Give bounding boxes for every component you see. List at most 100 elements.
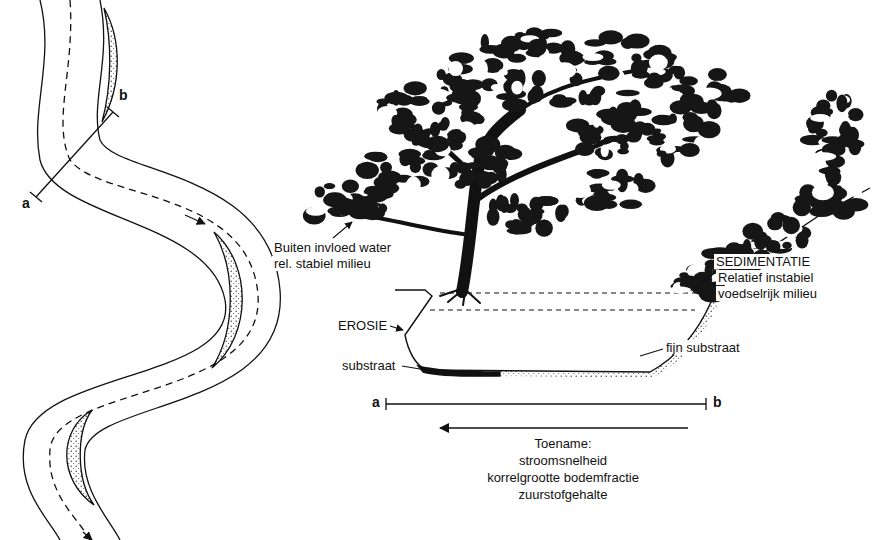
leaf-blob (465, 91, 481, 107)
leaf-blob (649, 55, 668, 71)
leaf-blob (616, 169, 628, 183)
leaf-blob (679, 76, 698, 86)
section-tick (30, 192, 42, 202)
leaf-blob (619, 200, 642, 210)
leaf-blob (826, 90, 837, 102)
leaf-blob (432, 101, 446, 114)
leaf-blob (376, 98, 390, 104)
leaf-blob (611, 116, 636, 133)
leaf-blob (413, 87, 421, 94)
leaf-blob (432, 84, 441, 92)
leaf-blob (441, 117, 450, 129)
leaf-blob (476, 171, 493, 189)
leaf-blob (461, 107, 474, 119)
leaf-blob (833, 194, 841, 205)
leaf-blob (527, 89, 539, 104)
leaf-blob (843, 198, 868, 212)
leader-line (640, 349, 663, 356)
flow-arrow (185, 215, 205, 224)
leaf-blob (476, 60, 487, 77)
annotation-label: rel. stabiel milieu (272, 256, 373, 271)
leaf-blob (378, 170, 401, 185)
cross-section (303, 27, 870, 378)
leaf-blob (578, 125, 597, 139)
leaf-blob (816, 129, 828, 137)
leaf-blob (516, 204, 528, 212)
leaf-blob (626, 131, 641, 142)
leaf-blob (596, 109, 619, 120)
leaf-blob (767, 217, 783, 231)
leaf-blob (575, 142, 595, 156)
leaf-blob (487, 208, 500, 226)
leaf-blob (492, 44, 515, 59)
scale-line (386, 398, 706, 410)
leaf-blob (437, 69, 446, 80)
leaf-blob (621, 38, 635, 50)
callout-letter: b (117, 88, 130, 103)
leaf-blob (491, 156, 507, 174)
section-line (36, 112, 113, 197)
leaf-blob (380, 162, 392, 173)
annotation-label: Toename: (532, 436, 593, 451)
leaf-blob (505, 220, 516, 228)
leaf-blob (306, 207, 326, 216)
leaf-blob (708, 68, 727, 81)
river-bank (23, 0, 226, 540)
leaf-blob (668, 286, 691, 293)
leaf-blob (589, 89, 601, 106)
leaf-blob (620, 142, 629, 150)
leaf-blob (338, 204, 361, 215)
tree-foliage (303, 27, 868, 302)
leaf-blob (812, 185, 834, 201)
leaf-blob (413, 124, 422, 134)
leaf-blob (391, 115, 400, 128)
callout-letter: a (370, 395, 382, 410)
leaf-blob (602, 180, 621, 189)
leader-line (402, 366, 420, 369)
leaf-blob (616, 90, 640, 96)
leaf-blob (540, 29, 562, 37)
leaf-blob (356, 162, 379, 179)
leaf-blob (504, 204, 517, 213)
leaf-blob (475, 115, 485, 124)
section-tick (107, 107, 119, 117)
leaf-blob (400, 97, 419, 104)
leaf-blob (793, 199, 811, 216)
leaf-blob (743, 239, 752, 255)
leaf-blob (511, 81, 523, 95)
leaf-blob (796, 232, 809, 249)
leaf-blob (766, 240, 781, 253)
leaf-blob (532, 70, 546, 87)
water-level (440, 293, 705, 294)
leaf-blob (598, 66, 620, 81)
callout-letter: b (711, 395, 724, 410)
leaf-blob (628, 183, 639, 195)
leaf-blob (555, 205, 566, 223)
leaf-blob (342, 179, 359, 193)
leaf-blob (825, 166, 834, 181)
leaf-blob (561, 97, 577, 104)
leaf-blob (632, 71, 650, 79)
tree-trunk (360, 70, 640, 305)
leaf-blob (528, 39, 547, 57)
leaf-blob (303, 207, 326, 224)
illustration-stroke (440, 290, 480, 305)
annotation-label: zuurstofgehalte (517, 487, 610, 502)
leaf-blob (398, 113, 417, 126)
annotation-label: voedselrijk milieu (716, 286, 819, 301)
leaf-blob (459, 121, 474, 132)
leaf-blob (657, 151, 667, 157)
point-bar (67, 410, 94, 505)
leaf-blob (649, 139, 664, 146)
leaf-blob (553, 62, 576, 78)
leaf-blob (448, 61, 463, 76)
leaf-blob (656, 133, 666, 139)
leaf-blob (635, 179, 655, 193)
fine-substrate (500, 300, 718, 378)
leaf-blob (824, 109, 833, 115)
leaf-blob (535, 220, 553, 237)
leaf-blob (560, 40, 575, 57)
leaf-blob (315, 186, 325, 197)
callout-letter: a (20, 196, 32, 211)
leaf-blob (404, 81, 427, 95)
